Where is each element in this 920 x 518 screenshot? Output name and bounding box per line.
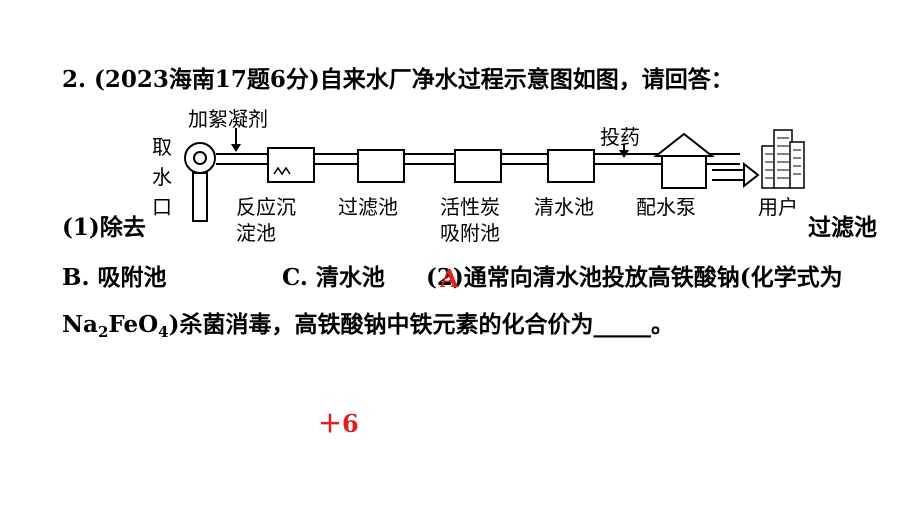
intake-wheel-icon xyxy=(184,142,216,174)
buildings-icon xyxy=(761,129,805,189)
carbon-tank xyxy=(454,149,502,183)
diagram-drawing xyxy=(184,128,805,222)
answer-part1: A xyxy=(440,264,459,293)
part1-suffix: 过滤池 xyxy=(808,214,877,241)
coagulant-label: 加絮凝剂 xyxy=(188,107,268,131)
water-treatment-diagram: 取 水 口 加絮凝剂 投药 反应沉 淀池 过滤池 活性炭 吸附池 清水池 配水泵… xyxy=(140,100,820,250)
part1-prefix: (1)除去 xyxy=(62,214,146,241)
option-c: C. 清水池 xyxy=(282,264,385,291)
dosing-arrow xyxy=(619,144,629,158)
intake-pipe xyxy=(192,172,208,222)
part2-formula-line: Na2FeO4)杀菌消毒，高铁酸钠中铁元素的化合价为_____。 xyxy=(62,311,674,341)
stage-pump-label: 配水泵 xyxy=(636,195,696,219)
part2-start: (2)通常向清水池投放高铁酸钠(化学式为 xyxy=(426,264,843,291)
coagulant-arrow xyxy=(231,128,241,152)
question-title: 2. (2023海南17题6分)自来水厂净水过程示意图如图，请回答： xyxy=(62,66,734,93)
option-b: B. 吸附池 xyxy=(62,264,167,291)
filter-tank xyxy=(357,149,405,183)
stage-filter-label: 过滤池 xyxy=(338,195,398,219)
clear-water-tank xyxy=(547,149,595,183)
stage-clear-water-label: 清水池 xyxy=(534,195,594,219)
pump-house xyxy=(653,132,715,189)
sedimentation-tank xyxy=(267,147,315,183)
dosing-label: 投药 xyxy=(600,125,640,149)
stage-user-label: 用户 xyxy=(758,195,798,219)
stage-sedimentation-label: 反应沉 淀池 xyxy=(236,195,296,245)
outlet-arrow xyxy=(712,161,760,189)
answer-part2: ＋6 xyxy=(318,409,359,438)
intake-label: 取 水 口 xyxy=(152,135,172,219)
stage-carbon-label: 活性炭 吸附池 xyxy=(440,195,500,245)
